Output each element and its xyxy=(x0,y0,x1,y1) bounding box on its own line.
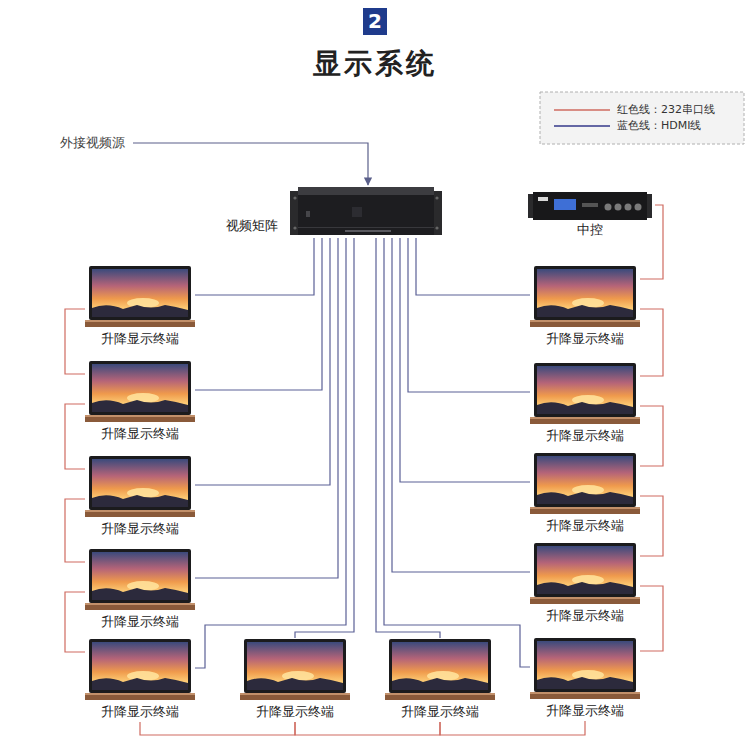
section-number-wrap: 2 xyxy=(363,8,387,35)
monitor-figure xyxy=(85,360,195,424)
serial-cable xyxy=(295,722,440,735)
node-label: 升降显示终端 xyxy=(101,331,179,347)
device-figure xyxy=(85,639,195,700)
device-figure xyxy=(528,192,652,220)
device-figure xyxy=(530,266,640,327)
control-device xyxy=(528,191,652,221)
device-figure xyxy=(85,456,195,517)
legend: 红色线：232串口线蓝色线：HDMI线 xyxy=(553,101,739,133)
monitor-figure xyxy=(85,265,195,329)
monitor-figure xyxy=(385,638,495,702)
legend-line-sample xyxy=(554,125,610,127)
source-arrow xyxy=(133,143,368,185)
diagram-title: 显示系统 xyxy=(313,47,437,80)
device-figure xyxy=(85,549,195,610)
display-terminal: 升降显示终端 xyxy=(240,638,350,722)
hdmi-cable xyxy=(195,238,314,295)
serial-cable xyxy=(65,592,85,652)
display-terminal: 升降显示终端 xyxy=(85,548,195,632)
display-terminal: 升降显示终端 xyxy=(530,362,640,446)
serial-cable xyxy=(65,404,85,469)
serial-cable xyxy=(65,499,85,562)
device-figure xyxy=(240,639,350,700)
device-figure xyxy=(290,187,442,235)
legend-box xyxy=(540,92,744,144)
source-label: 外接视频源 xyxy=(60,135,132,151)
node-label: 升降显示终端 xyxy=(546,331,624,347)
node-label: 升降显示终端 xyxy=(546,518,624,534)
serial-cable xyxy=(440,721,585,735)
legend-swatch xyxy=(553,120,611,132)
monitor-figure xyxy=(530,265,640,329)
device-figure xyxy=(385,639,495,700)
node-label: 升降显示终端 xyxy=(101,521,179,537)
serial-cable xyxy=(65,309,85,374)
display-terminal: 升降显示终端 xyxy=(530,452,640,536)
node-label: 视频矩阵 xyxy=(226,218,278,234)
node-label: 升降显示终端 xyxy=(546,608,624,624)
hdmi-cable xyxy=(376,238,440,638)
legend-row: 红色线：232串口线 xyxy=(553,101,739,117)
monitor-figure xyxy=(530,542,640,606)
node-label: 升降显示终端 xyxy=(546,428,624,444)
section-number: 2 xyxy=(363,8,387,35)
device-figure xyxy=(530,453,640,514)
device-figure xyxy=(85,266,195,327)
hdmi-cable xyxy=(400,238,530,482)
display-terminal: 升降显示终端 xyxy=(530,637,640,721)
hdmi-cable xyxy=(195,238,330,485)
monitor-figure xyxy=(530,637,640,701)
device-figure xyxy=(530,543,640,604)
monitor-figure xyxy=(530,452,640,516)
monitor-figure xyxy=(530,362,640,426)
node-label: 升降显示终端 xyxy=(101,426,179,442)
serial-cable xyxy=(640,496,663,556)
monitor-figure xyxy=(85,455,195,519)
video-matrix: 视频矩阵 xyxy=(222,186,442,238)
serial-cable xyxy=(640,309,663,376)
device-figure xyxy=(530,363,640,424)
hdmi-cable xyxy=(416,238,530,295)
hdmi-cable xyxy=(408,238,530,392)
device-figure xyxy=(530,638,640,699)
source-label-wrap: 外接视频源 xyxy=(60,135,132,153)
monitor-figure xyxy=(85,548,195,612)
matrix-device xyxy=(290,187,442,237)
hdmi-cable xyxy=(195,238,346,668)
serial-cable xyxy=(640,586,663,651)
node-label: 升降显示终端 xyxy=(256,704,334,720)
hdmi-cable xyxy=(195,238,338,578)
hdmi-cable xyxy=(392,238,530,572)
node-label: 升降显示终端 xyxy=(401,704,479,720)
device-figure xyxy=(85,361,195,422)
display-terminal: 升降显示终端 xyxy=(85,455,195,539)
display-terminal: 升降显示终端 xyxy=(530,542,640,626)
monitor-figure xyxy=(240,638,350,702)
legend-line-sample xyxy=(554,109,610,111)
legend-swatch xyxy=(553,104,611,116)
legend-row: 蓝色线：HDMI线 xyxy=(553,117,739,133)
display-terminal: 升降显示终端 xyxy=(85,638,195,722)
hdmi-cable xyxy=(295,238,354,638)
display-terminal: 升降显示终端 xyxy=(385,638,495,722)
title-wrap: 显示系统 xyxy=(0,44,750,84)
node-label: 升降显示终端 xyxy=(101,614,179,630)
node-label: 升降显示终端 xyxy=(101,704,179,720)
serial-cable xyxy=(140,722,295,735)
display-terminal: 升降显示终端 xyxy=(85,265,195,349)
display-terminal: 升降显示终端 xyxy=(85,360,195,444)
monitor-figure xyxy=(85,638,195,702)
node-label: 升降显示终端 xyxy=(546,703,624,719)
node-label: 中控 xyxy=(577,222,603,238)
hdmi-cable xyxy=(195,238,322,390)
display-terminal: 升降显示终端 xyxy=(530,265,640,349)
legend-text: 蓝色线：HDMI线 xyxy=(617,119,701,132)
hdmi-cable xyxy=(384,238,530,667)
serial-cable xyxy=(640,406,663,466)
central-control: 中控 xyxy=(525,188,655,240)
legend-text: 红色线：232串口线 xyxy=(617,103,715,116)
